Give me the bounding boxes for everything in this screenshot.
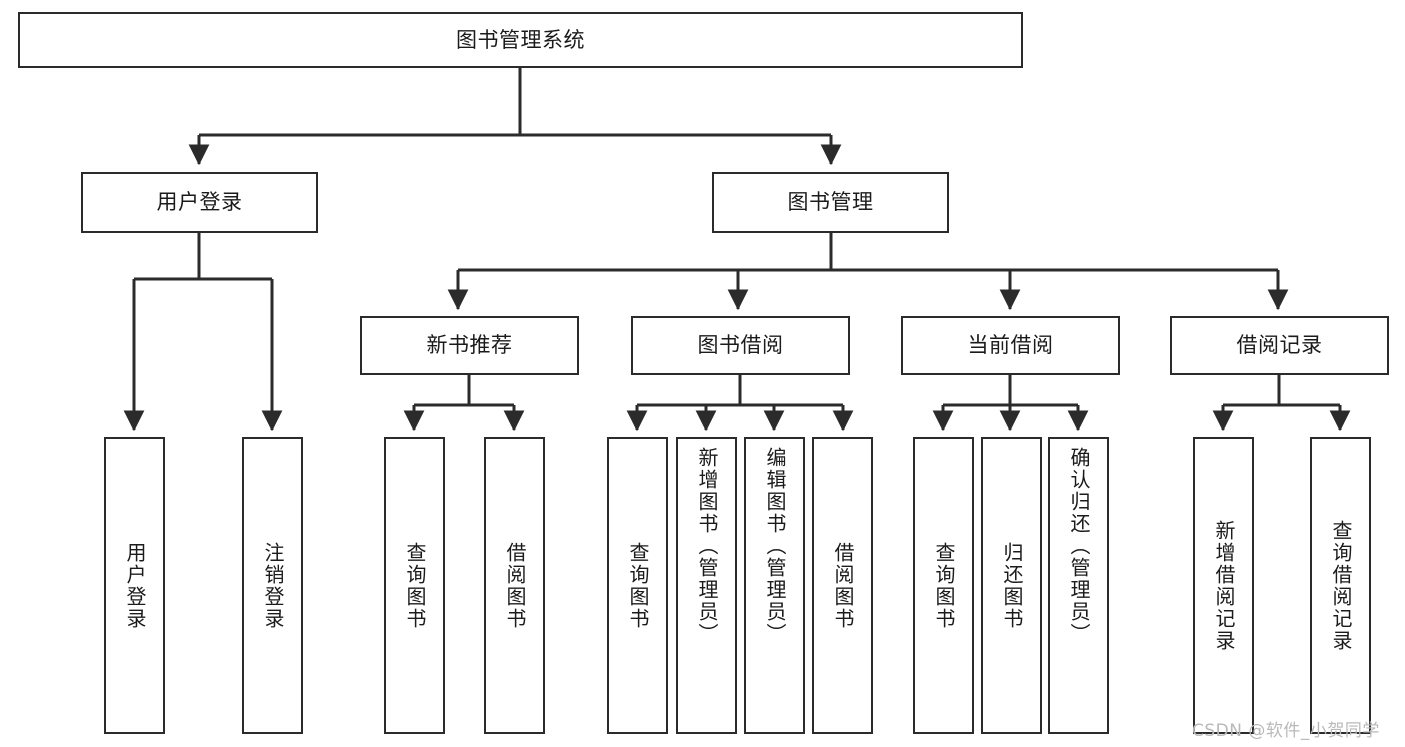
node-leaf-query-record[interactable]: 查询借阅记录 bbox=[1310, 437, 1371, 734]
node-leaf-add-record-label: 新增借阅记录 bbox=[1212, 519, 1236, 652]
node-leaf-add-book[interactable]: 新增图书（管理员） bbox=[676, 437, 737, 734]
node-leaf-add-record[interactable]: 新增借阅记录 bbox=[1193, 437, 1254, 734]
node-book-borrow-label: 图书借阅 bbox=[697, 333, 784, 358]
node-leaf-user-login-label: 用户登录 bbox=[123, 541, 147, 630]
node-new-book-recommend[interactable]: 新书推荐 bbox=[360, 316, 579, 375]
node-leaf-query-record-label: 查询借阅记录 bbox=[1329, 519, 1353, 652]
node-root-label: 图书管理系统 bbox=[456, 27, 585, 52]
node-leaf-confirm-return[interactable]: 确认归还（管理员） bbox=[1048, 437, 1109, 734]
csdn-watermark: CSDN @软件_小贺同学 bbox=[1192, 721, 1380, 741]
node-current-borrow[interactable]: 当前借阅 bbox=[901, 316, 1120, 375]
node-leaf-query-book-1[interactable]: 查询图书 bbox=[384, 437, 445, 734]
node-root[interactable]: 图书管理系统 bbox=[18, 12, 1023, 68]
node-leaf-user-login[interactable]: 用户登录 bbox=[104, 437, 165, 734]
node-leaf-logout-login[interactable]: 注销登录 bbox=[242, 437, 303, 734]
node-book-manage-label: 图书管理 bbox=[787, 190, 874, 215]
node-leaf-borrow-book-1[interactable]: 借阅图书 bbox=[484, 437, 545, 734]
node-leaf-edit-book[interactable]: 编辑图书（管理员） bbox=[744, 437, 805, 734]
node-new-book-recommend-label: 新书推荐 bbox=[426, 333, 513, 358]
node-leaf-add-book-label: 新增图书（管理员） bbox=[695, 447, 719, 645]
node-leaf-borrow-book-2-label: 借阅图书 bbox=[831, 541, 855, 630]
node-leaf-return-book[interactable]: 归还图书 bbox=[981, 437, 1042, 734]
node-user-login[interactable]: 用户登录 bbox=[81, 172, 318, 233]
node-book-borrow[interactable]: 图书借阅 bbox=[631, 316, 850, 375]
node-current-borrow-label: 当前借阅 bbox=[967, 333, 1054, 358]
node-leaf-return-book-label: 归还图书 bbox=[1000, 541, 1024, 630]
node-leaf-query-book-3[interactable]: 查询图书 bbox=[913, 437, 974, 734]
node-user-login-label: 用户登录 bbox=[156, 190, 243, 215]
node-leaf-confirm-return-label: 确认归还（管理员） bbox=[1067, 447, 1091, 645]
node-leaf-borrow-book-1-label: 借阅图书 bbox=[503, 541, 527, 630]
node-leaf-query-book-3-label: 查询图书 bbox=[932, 541, 956, 630]
node-leaf-query-book-1-label: 查询图书 bbox=[403, 541, 427, 630]
node-leaf-edit-book-label: 编辑图书（管理员） bbox=[763, 447, 787, 645]
node-borrow-record[interactable]: 借阅记录 bbox=[1170, 316, 1389, 375]
node-borrow-record-label: 借阅记录 bbox=[1236, 333, 1323, 358]
node-leaf-logout-login-label: 注销登录 bbox=[261, 541, 285, 630]
node-book-manage[interactable]: 图书管理 bbox=[712, 172, 949, 233]
node-leaf-query-book-2-label: 查询图书 bbox=[626, 541, 650, 630]
node-leaf-borrow-book-2[interactable]: 借阅图书 bbox=[812, 437, 873, 734]
node-leaf-query-book-2[interactable]: 查询图书 bbox=[607, 437, 668, 734]
